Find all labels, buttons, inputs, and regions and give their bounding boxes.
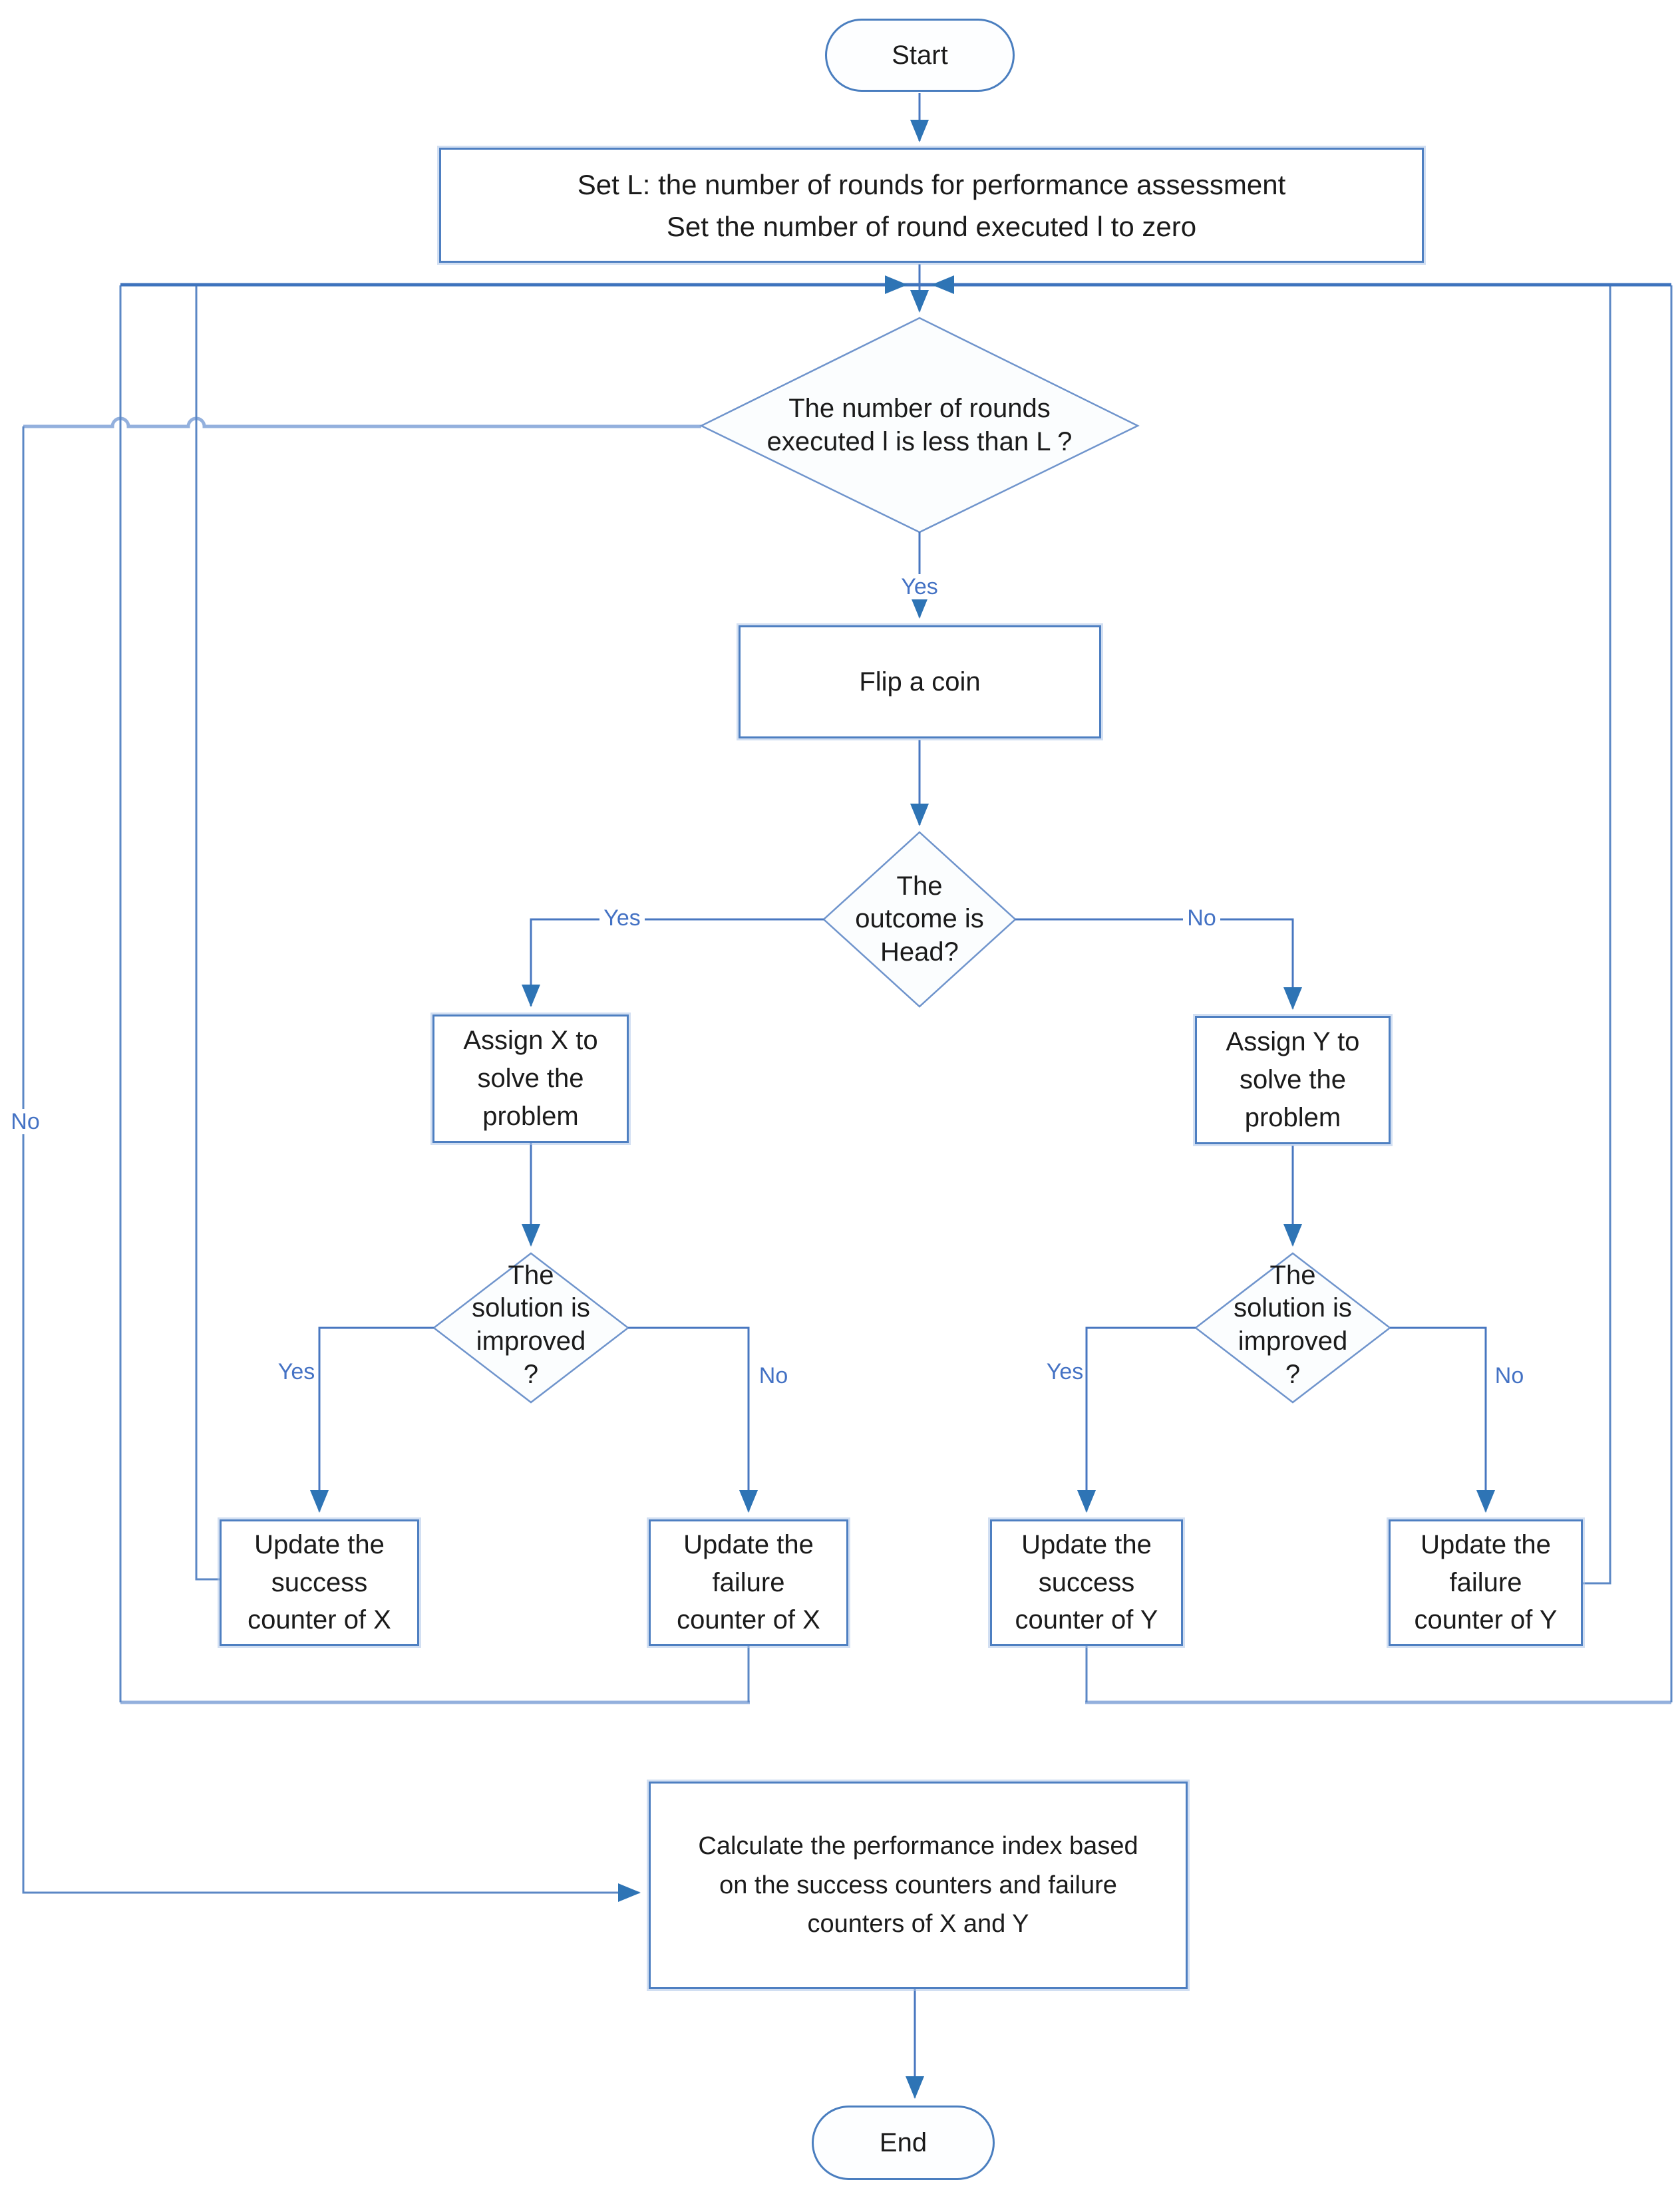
edge-label-outcome-no: No <box>1172 903 1232 933</box>
end-terminator: End <box>812 2106 995 2180</box>
edge-label-improved-y-no-text: No <box>1494 1363 1524 1388</box>
edge-label-improved-x-no: No <box>749 1361 798 1390</box>
edge-label-improved-x-yes: Yes <box>265 1357 328 1386</box>
edge-label-outcome-yes: Yes <box>586 903 659 933</box>
edge-label-improved-y-yes-text: Yes <box>1046 1359 1084 1384</box>
edge-label-round-yes-text: Yes <box>897 574 942 599</box>
edge-failure-y-return <box>1582 285 1611 1585</box>
improved-x-diamond <box>432 1252 630 1404</box>
round-check-decision-label: The number of rounds executed l is less … <box>766 394 1073 456</box>
edge-label-outcome-no-text: No <box>1183 905 1220 931</box>
success-x-step: Update the success counter of X <box>220 1519 419 1646</box>
edge-label-round-no-text: No <box>7 1109 44 1134</box>
assign-y-step: Assign Y to solve the problem <box>1195 1016 1391 1144</box>
improved-y-diamond <box>1194 1252 1392 1404</box>
edge-label-improved-x-yes-text: Yes <box>277 1359 315 1384</box>
assign-x-step: Assign X to solve the problem <box>432 1015 629 1143</box>
edge-success-x-return <box>195 285 221 1581</box>
init-step: Set L: the number of rounds for performa… <box>439 148 1424 263</box>
outcome-decision-label: The outcome is Head? <box>855 871 984 967</box>
edge-improved-y-yes <box>1077 1327 1196 1513</box>
edge-label-round-yes: Yes <box>886 572 953 601</box>
edge-label-improved-y-yes: Yes <box>1033 1357 1096 1386</box>
improved-x-decision-label: The solution is improved ? <box>472 1260 590 1389</box>
edge-label-outcome-yes-text: Yes <box>599 905 645 931</box>
edge-label-improved-x-no-text: No <box>758 1363 788 1388</box>
edge-outcome-no-assign-y <box>1015 918 1302 1010</box>
edge-round-no-to-calculate <box>22 426 641 1902</box>
failure-y-step: Update the failure counter of Y <box>1389 1519 1583 1646</box>
failure-x-step: Update the failure counter of X <box>649 1519 848 1646</box>
outcome-diamond <box>822 831 1017 1008</box>
flip-coin-step: Flip a coin <box>739 625 1101 738</box>
edge-improved-x-yes <box>310 1327 434 1513</box>
start-terminator: Start <box>825 19 1015 92</box>
edge-round-no-horizontal <box>23 416 701 428</box>
edge-outcome-yes-assign-x <box>522 918 824 1007</box>
edge-label-improved-y-no: No <box>1484 1361 1534 1390</box>
edge-label-round-no: No <box>0 1107 51 1136</box>
success-y-step: Update the success counter of Y <box>990 1519 1183 1646</box>
edge-improved-y-no <box>1390 1327 1495 1513</box>
edge-improved-x-no <box>628 1327 758 1513</box>
calculate-step: Calculate the performance index based on… <box>649 1782 1188 1989</box>
improved-y-decision-label: The solution is improved ? <box>1234 1260 1352 1389</box>
